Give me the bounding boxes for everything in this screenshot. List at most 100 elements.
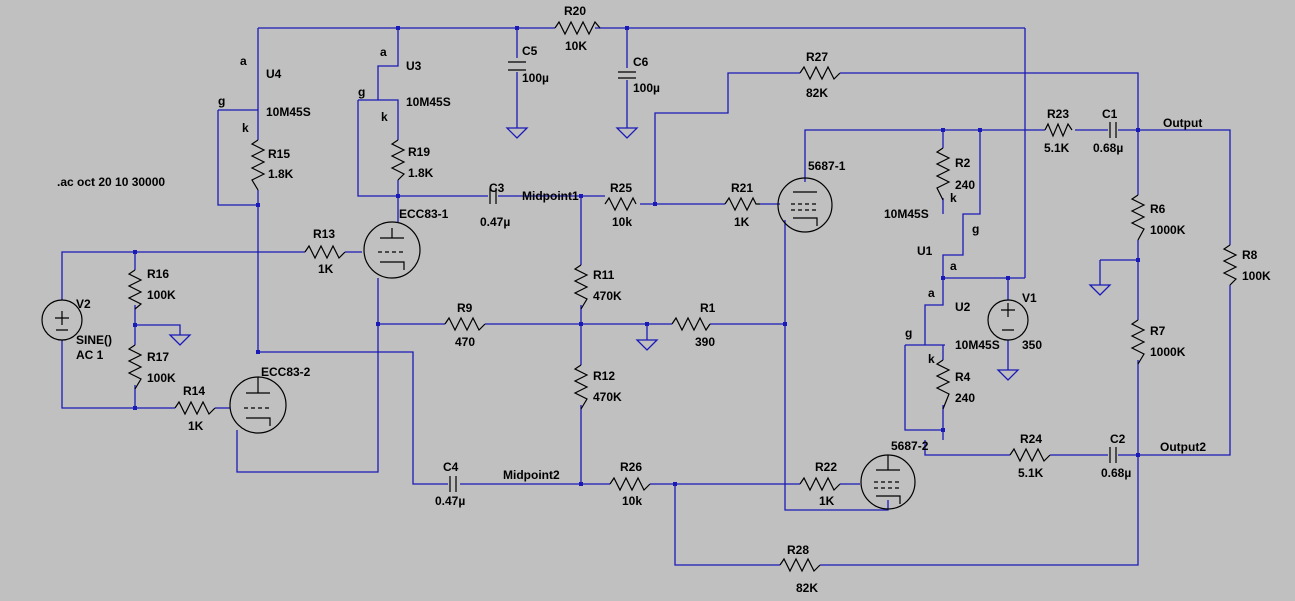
label-r23-value: 5.1K xyxy=(1044,141,1070,155)
label-v1-value: 350 xyxy=(1022,338,1042,352)
resistor-r1 xyxy=(671,316,711,332)
label-u1-k: k xyxy=(950,191,957,205)
label-r9-value: 470 xyxy=(455,335,475,349)
label-r8: R8 xyxy=(1242,248,1258,262)
label-c2: C2 xyxy=(1110,432,1126,446)
label-r21-value: 1K xyxy=(734,215,750,229)
label-v2-sine: SINE() xyxy=(76,333,112,347)
label-u4-k: k xyxy=(242,121,249,135)
label-r16-value: 100K xyxy=(147,288,176,302)
label-midpoint1: Midpoint1 xyxy=(522,189,579,203)
grounds xyxy=(168,127,1112,381)
label-u3-g: g xyxy=(358,85,365,99)
spice-directive: .ac oct 20 10 30000 xyxy=(57,175,165,189)
tubes xyxy=(229,177,916,510)
capacitor-c2 xyxy=(1109,447,1117,463)
label-r1-value: 390 xyxy=(695,335,715,349)
label-r14-value: 1K xyxy=(188,419,204,433)
label-c5: C5 xyxy=(522,44,538,58)
label-r14: R14 xyxy=(183,384,205,398)
resistor-r22 xyxy=(799,476,841,492)
label-u2-a: a xyxy=(928,286,935,300)
voltage-source-v2 xyxy=(41,299,83,341)
ground-symbol xyxy=(635,339,659,351)
label-r11: R11 xyxy=(593,268,615,282)
label-u2-model: 10M45S xyxy=(955,338,1000,352)
label-c2-value: 0.68µ xyxy=(1101,466,1131,480)
capacitor-c4 xyxy=(449,476,457,492)
resistor-r24 xyxy=(1009,447,1051,463)
label-r6: R6 xyxy=(1150,202,1166,216)
label-r9: R9 xyxy=(457,301,473,315)
ground-symbol xyxy=(1088,284,1112,296)
resistor-r12 xyxy=(573,364,589,410)
ground-symbol xyxy=(615,127,639,139)
label-r13-value: 1K xyxy=(318,262,334,276)
resistor-r28 xyxy=(779,557,821,573)
voltage-sources xyxy=(41,299,1029,341)
label-r6-value: 1000K xyxy=(1150,223,1186,237)
label-u3-k: k xyxy=(381,110,388,124)
label-c1-value: 0.68µ xyxy=(1093,141,1123,155)
label-v2-ac: AC 1 xyxy=(76,348,104,362)
label-r28-value: 82K xyxy=(796,581,818,595)
resistor-r6 xyxy=(1130,194,1146,241)
capacitors xyxy=(449,61,1117,492)
label-r11-value: 470K xyxy=(593,289,622,303)
label-r26-value: 10k xyxy=(622,494,642,508)
label-c1: C1 xyxy=(1102,107,1118,121)
label-u3: U3 xyxy=(406,59,422,73)
label-u1-model: 10M45S xyxy=(884,207,929,221)
label-r23: R23 xyxy=(1047,107,1069,121)
label-r24-value: 5.1K xyxy=(1018,466,1044,480)
label-r7: R7 xyxy=(1150,324,1166,338)
label-ecc83-1: ECC83-1 xyxy=(399,207,449,221)
label-r16: R16 xyxy=(147,267,169,281)
capacitor-c6 xyxy=(618,71,636,79)
label-r26: R26 xyxy=(620,460,642,474)
label-r25: R25 xyxy=(610,181,632,195)
capacitor-c5 xyxy=(508,61,526,71)
tube-5687-2 xyxy=(860,454,916,510)
label-r1: R1 xyxy=(700,301,716,315)
label-c3: C3 xyxy=(489,181,505,195)
resistors xyxy=(127,20,1238,573)
label-r15: R15 xyxy=(268,147,290,161)
label-r20-value: 10K xyxy=(565,39,587,53)
tube-ecc83-2 xyxy=(229,376,287,434)
label-u1: U1 xyxy=(917,244,933,258)
label-r27: R27 xyxy=(806,50,828,64)
label-u4-model: 10M45S xyxy=(266,105,311,119)
label-c4: C4 xyxy=(443,460,459,474)
resistor-r14 xyxy=(174,400,216,416)
resistor-r27 xyxy=(799,65,841,81)
tube-ecc83-1 xyxy=(363,221,421,279)
label-r19-value: 1.8K xyxy=(408,166,434,180)
resistor-r8 xyxy=(1222,244,1238,286)
label-ecc83-2: ECC83-2 xyxy=(261,365,311,379)
label-u2-k: k xyxy=(928,352,935,366)
resistor-r23 xyxy=(1044,122,1073,138)
label-r12: R12 xyxy=(593,369,615,383)
label-u2-g: g xyxy=(905,326,912,340)
resistor-r13 xyxy=(304,244,346,260)
resistor-r25 xyxy=(604,196,637,212)
label-r8-value: 100K xyxy=(1242,269,1271,283)
label-5687-2: 5687-2 xyxy=(891,439,929,453)
label-r2: R2 xyxy=(955,156,971,170)
resistor-r19 xyxy=(390,139,406,181)
label-c3-value: 0.47µ xyxy=(480,215,510,229)
label-r22: R22 xyxy=(815,460,837,474)
label-v1: V1 xyxy=(1022,291,1037,305)
ground-symbol xyxy=(505,127,529,139)
label-5687-1: 5687-1 xyxy=(808,159,846,173)
label-u3-model: 10M45S xyxy=(406,95,451,109)
label-c5-value: 100µ xyxy=(522,71,549,85)
resistor-r4 xyxy=(935,359,951,410)
label-output: Output xyxy=(1163,116,1202,130)
resistor-r2 xyxy=(935,147,951,201)
resistor-r11 xyxy=(573,264,589,310)
label-c4-value: 0.47µ xyxy=(435,494,465,508)
label-r27-value: 82K xyxy=(806,86,828,100)
label-r12-value: 470K xyxy=(593,390,622,404)
